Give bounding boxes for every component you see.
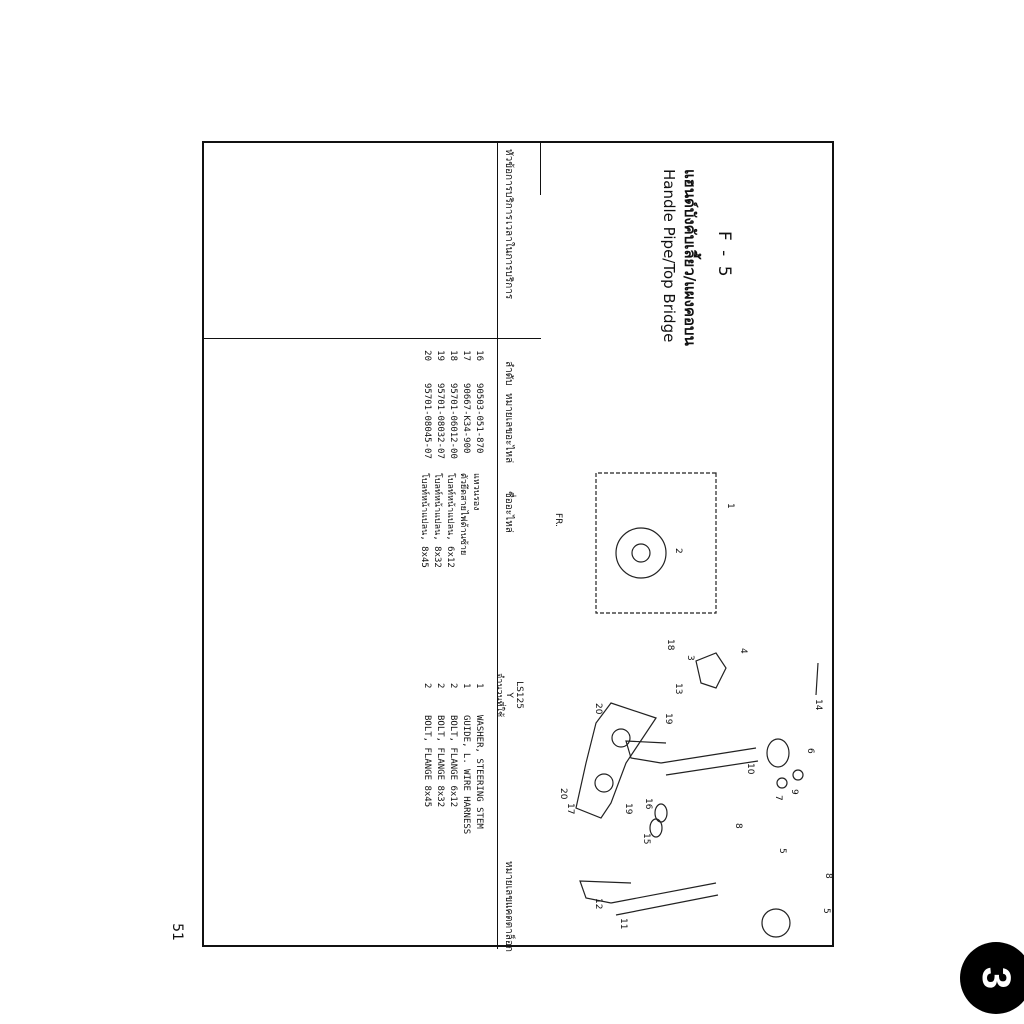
top-bridge bbox=[575, 702, 657, 819]
callout-16: 16 bbox=[643, 798, 653, 810]
callout-19b: 19 bbox=[623, 803, 633, 815]
row-qty: 2 bbox=[435, 683, 445, 689]
clamp bbox=[695, 652, 727, 689]
model-code: LS125 bbox=[514, 681, 524, 710]
row-part-no: 95701-08032-07 bbox=[435, 383, 445, 459]
title-english: Handle Pipe/Top Bridge bbox=[660, 169, 678, 343]
callout-2: 2 bbox=[673, 548, 683, 554]
assembly-box bbox=[595, 472, 717, 614]
exploded-parts-diagram: 1 2 4 3 13 18 14 6 10 9 7 5 8 16 15 12 1… bbox=[553, 472, 833, 938]
row-name-en: BOLT, FLANGE 6x12 bbox=[448, 715, 458, 808]
front-label: FR. bbox=[553, 513, 563, 527]
callout-5b: 5 bbox=[821, 908, 831, 914]
callout-3: 3 bbox=[685, 655, 695, 661]
row-qty: 2 bbox=[448, 683, 458, 689]
callout-19a: 19 bbox=[663, 713, 673, 725]
callout-20b: 20 bbox=[558, 788, 568, 800]
callout-10: 10 bbox=[745, 763, 755, 775]
callout-1: 1 bbox=[725, 503, 735, 509]
row-name-th: โบลท์หน้าแปลน, 6x12 bbox=[445, 473, 455, 568]
qty-label: จำนวนที่ใช้ bbox=[494, 673, 504, 718]
section-rule bbox=[540, 143, 541, 195]
row-qty: 2 bbox=[422, 683, 432, 689]
row-qty: 1 bbox=[461, 683, 471, 689]
callout-9a: 9 bbox=[789, 789, 799, 795]
callout-7a: 7 bbox=[773, 795, 783, 801]
bolt-14-a bbox=[815, 662, 819, 696]
callout-18: 18 bbox=[665, 639, 675, 651]
row-name-th: ตัวยึดสายไฟด้านซ้าย bbox=[458, 473, 468, 556]
callout-15: 15 bbox=[641, 833, 651, 844]
row-name-th: แหวนรอง bbox=[471, 473, 481, 511]
handle-pipe-right bbox=[625, 740, 759, 776]
callout-20a: 20 bbox=[593, 703, 603, 715]
row-ref: 17 bbox=[461, 350, 471, 361]
col-remark-header: หมายเลขแคตตาล็อก bbox=[503, 861, 514, 952]
callout-11: 11 bbox=[618, 918, 628, 929]
page-number: 51 bbox=[168, 923, 185, 941]
col-ref-header: ลำดับ bbox=[503, 361, 514, 386]
row-part-no: 90667-K34-900 bbox=[461, 383, 471, 454]
row-name-th: โบลท์หน้าแปลน, 8x32 bbox=[432, 473, 442, 568]
row-name-en: BOLT, FLANGE 8x45 bbox=[422, 715, 432, 808]
col-service-header: หัวข้อการบริการ bbox=[503, 149, 514, 220]
rotated-page: 1 2 4 3 13 18 14 6 10 9 7 5 8 16 15 12 1… bbox=[204, 143, 836, 952]
row-name-th: โบลท์หน้าแปลน, 8x45 bbox=[419, 473, 429, 568]
column-divider bbox=[204, 338, 541, 339]
callout-12: 12 bbox=[593, 898, 603, 909]
model-year: Y bbox=[504, 692, 514, 698]
row-ref: 16 bbox=[474, 350, 484, 361]
row-part-no: 90503-051-870 bbox=[474, 383, 484, 454]
row-ref: 18 bbox=[448, 350, 458, 361]
handle-pipe-left bbox=[579, 880, 719, 916]
row-ref: 20 bbox=[422, 350, 432, 361]
row-part-no: 95701-08045-07 bbox=[422, 383, 432, 459]
row-qty: 1 bbox=[474, 683, 484, 689]
callout-8a: 8 bbox=[733, 823, 743, 829]
steering-lock-disc bbox=[615, 527, 667, 579]
row-ref: 19 bbox=[435, 350, 445, 361]
parts-catalog-frame: 1 2 4 3 13 18 14 6 10 9 7 5 8 16 15 12 1… bbox=[202, 141, 836, 952]
callout-14a: 14 bbox=[813, 699, 823, 711]
row-name-en: BOLT, FLANGE 8x32 bbox=[435, 715, 445, 808]
callout-4: 4 bbox=[738, 648, 748, 654]
callout-17: 17 bbox=[565, 803, 575, 814]
grip-right bbox=[766, 738, 790, 768]
chapter-badge: 3 bbox=[960, 942, 1024, 1014]
table-header-rule bbox=[497, 143, 498, 949]
callout-5a: 5 bbox=[777, 848, 787, 854]
grip-left bbox=[761, 908, 791, 938]
col-partname-header: ชื่ออะไหล่ bbox=[503, 491, 514, 533]
col-model-header: LS125 Y จำนวนที่ใช้ bbox=[494, 673, 524, 717]
row-part-no: 95701-06012-00 bbox=[448, 383, 458, 459]
callout-6a: 6 bbox=[805, 748, 815, 754]
callout-8b: 8 bbox=[823, 873, 833, 879]
callout-13: 13 bbox=[673, 683, 683, 694]
figure-code: F - 5 bbox=[714, 231, 734, 279]
col-time-header: เวลาในการบริการ bbox=[503, 221, 514, 300]
title-thai: แฮนด์บังคับเลี้ยว/แผงคอบน bbox=[681, 169, 699, 346]
row-name-en: GUIDE, L. WIRE HARNESS bbox=[461, 715, 471, 835]
col-partno-header: หมายเลขอะไหล่ bbox=[503, 393, 514, 464]
row-name-en: WASHER, STEERING STEM bbox=[474, 715, 484, 829]
